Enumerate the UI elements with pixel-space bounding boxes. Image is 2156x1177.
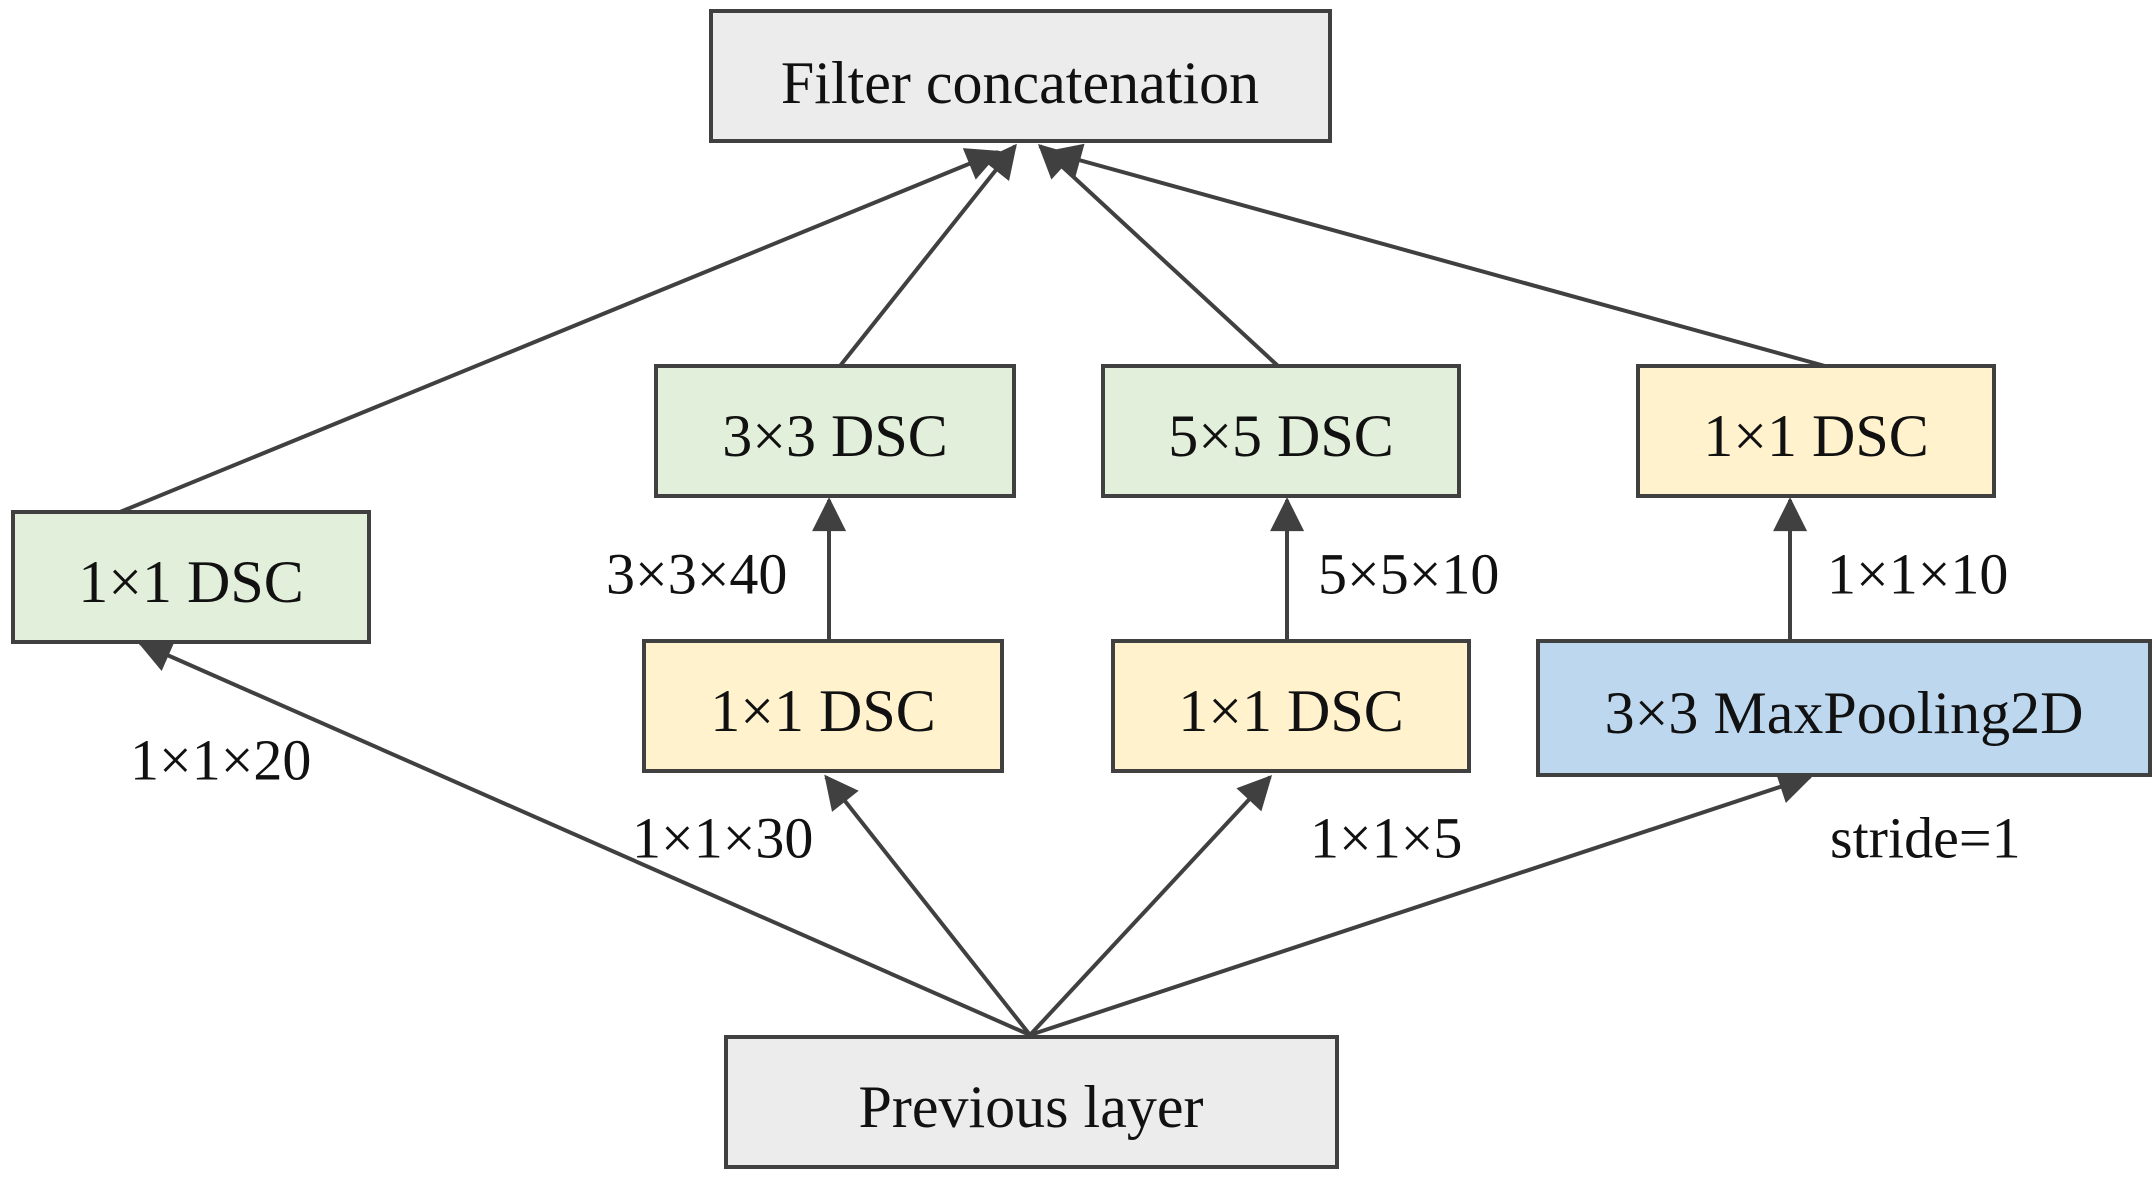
label-branch2-input: 1×1×30 — [632, 806, 813, 871]
label-branch4-input: stride=1 — [1830, 806, 2021, 871]
node-label: Filter concatenation — [781, 50, 1259, 116]
node-previous-layer: Previous layer — [724, 1035, 1339, 1169]
edge-branch1-to-concat — [119, 148, 1001, 514]
node-label: Previous layer — [859, 1074, 1204, 1140]
node-label: 3×3 DSC — [722, 403, 948, 469]
node-branch4-dsc: 1×1 DSC — [1636, 364, 1996, 498]
node-label: 1×1 DSC — [1178, 678, 1404, 744]
label-branch3-mid: 5×5×10 — [1318, 542, 1499, 607]
label-branch2-mid: 3×3×40 — [606, 542, 787, 607]
node-label: 1×1 DSC — [710, 678, 936, 744]
edge-branch3-to-concat — [1037, 143, 1280, 368]
edge-branch2-to-concat — [838, 143, 1017, 368]
node-branch3-reduce: 1×1 DSC — [1111, 639, 1471, 773]
node-branch2-dsc: 3×3 DSC — [654, 364, 1016, 498]
label-branch3-input: 1×1×5 — [1310, 806, 1462, 871]
edge-prev-to-branch1 — [137, 639, 1031, 1037]
node-filter-concatenation: Filter concatenation — [709, 9, 1332, 143]
node-label: 5×5 DSC — [1168, 403, 1394, 469]
edge-branch4-to-concat — [1047, 143, 1826, 368]
node-branch1-dsc: 1×1 DSC — [11, 510, 371, 644]
node-branch4-pool: 3×3 MaxPooling2D — [1536, 639, 2152, 777]
node-label: 3×3 MaxPooling2D — [1605, 680, 2084, 746]
edge-prev-to-branch3-reduce — [1028, 774, 1273, 1037]
label-branch4-mid: 1×1×10 — [1827, 542, 2008, 607]
node-label: 1×1 DSC — [1703, 403, 1929, 469]
node-branch3-dsc: 5×5 DSC — [1101, 364, 1461, 498]
edge-prev-to-branch2-reduce — [824, 774, 1032, 1037]
node-branch2-reduce: 1×1 DSC — [642, 639, 1004, 773]
edge-prev-to-branch4-pool — [1029, 770, 1813, 1037]
label-branch1-input: 1×1×20 — [130, 728, 311, 793]
node-label: 1×1 DSC — [78, 549, 304, 615]
